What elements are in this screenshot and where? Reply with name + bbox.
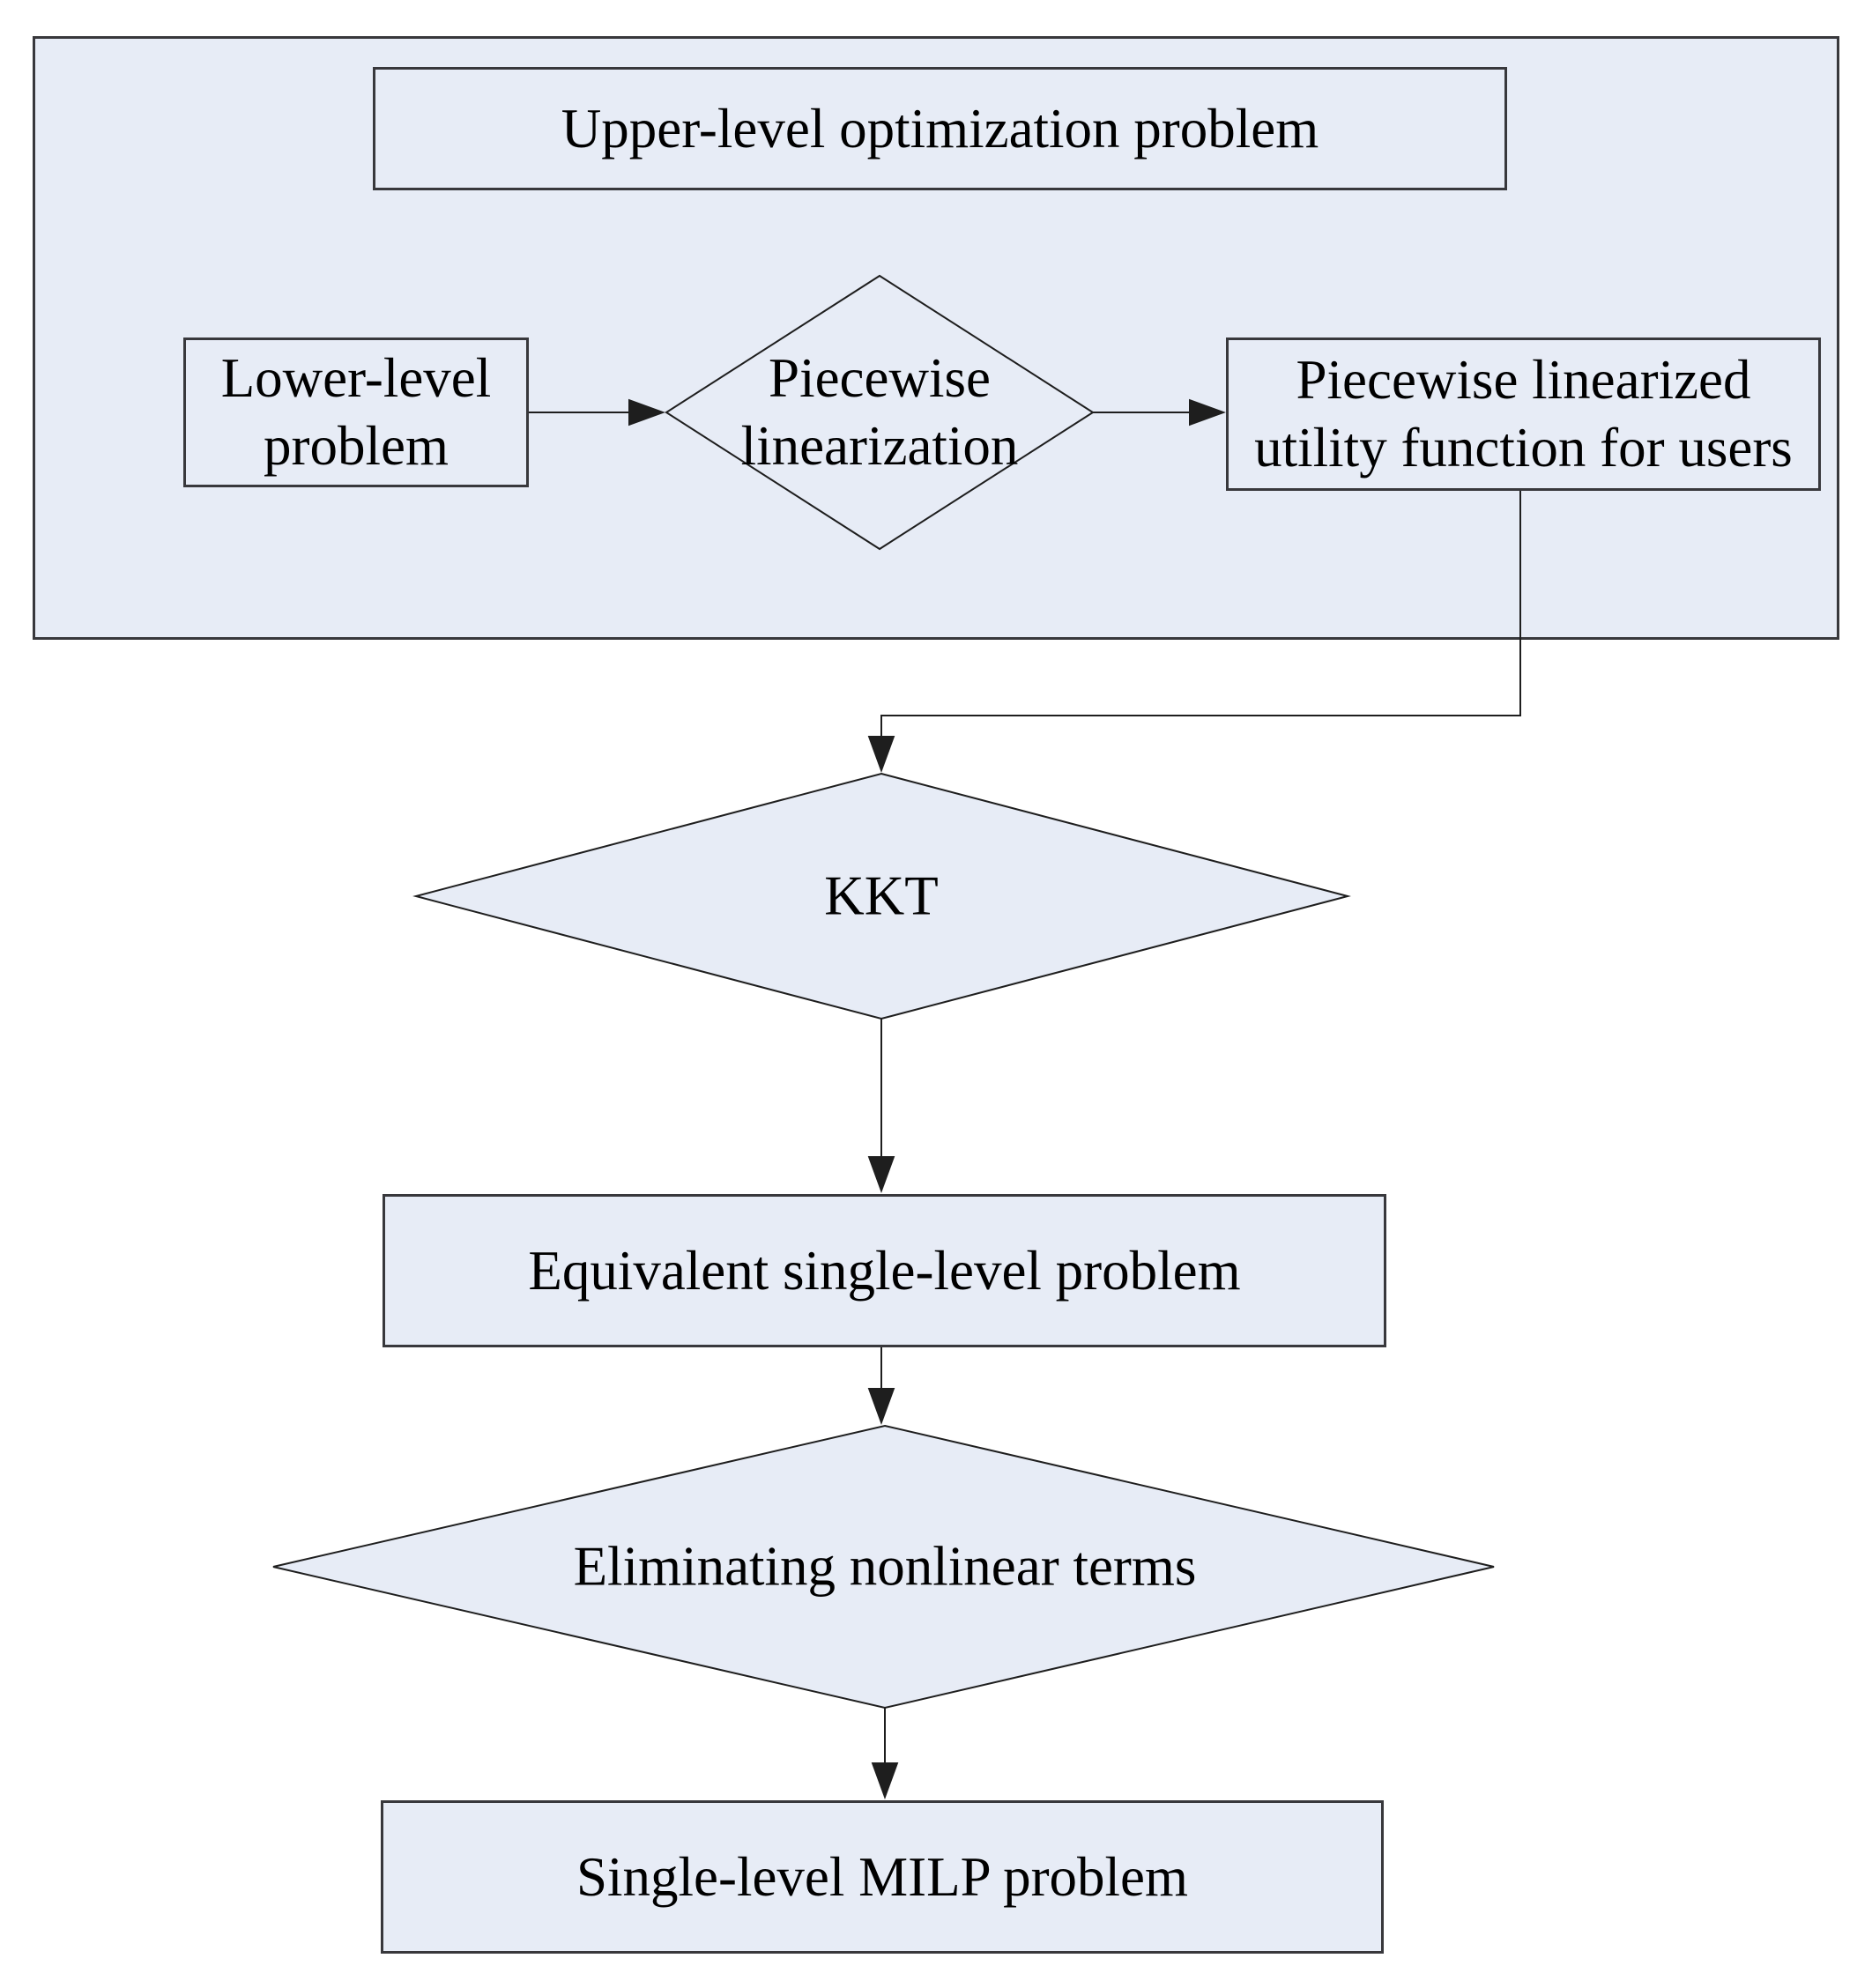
upper-level-label: Upper-level optimization problem xyxy=(561,97,1319,159)
piecewise-linearization-label: Piecewise linearization xyxy=(740,347,1019,477)
upper-level-box: Upper-level optimization problem xyxy=(373,67,1507,190)
connector-utility-to-kkt xyxy=(867,491,1521,773)
single-level-milp-box: Single-level MILP problem xyxy=(381,1800,1384,1954)
equivalent-single-level-box: Equivalent single-level problem xyxy=(383,1194,1386,1347)
piecewise-linearization-diamond xyxy=(665,274,1095,551)
kkt-label: KKT xyxy=(824,864,939,927)
lower-level-box: Lower-level problem xyxy=(183,338,529,487)
lower-level-label: Lower-level problem xyxy=(220,347,492,477)
utility-function-label: Piecewise linearized utility function fo… xyxy=(1254,349,1793,478)
single-level-milp-label: Single-level MILP problem xyxy=(576,1845,1189,1908)
eliminating-nonlinear-label: Eliminating nonlinear terms xyxy=(573,1535,1197,1598)
equivalent-single-level-label: Equivalent single-level problem xyxy=(528,1239,1241,1302)
utility-function-box: Piecewise linearized utility function fo… xyxy=(1226,338,1821,491)
